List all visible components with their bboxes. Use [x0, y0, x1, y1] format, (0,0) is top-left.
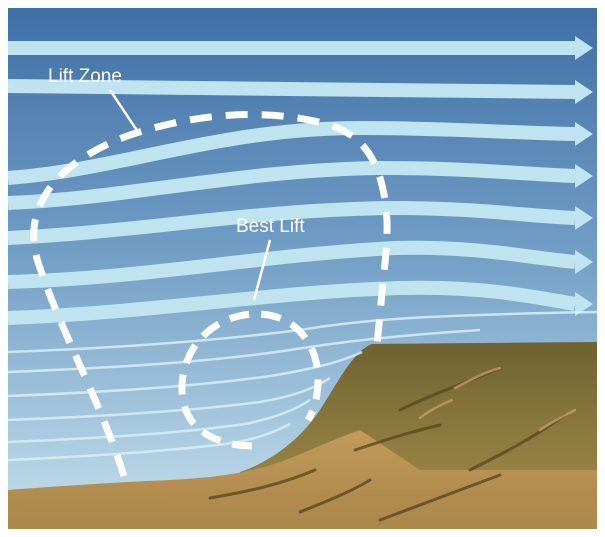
airflow-arrow — [8, 36, 593, 60]
best-lift-leader-line — [252, 239, 272, 301]
airflow-arrow — [7, 200, 593, 245]
rock-highlights — [418, 366, 577, 432]
airflow-arrow — [7, 240, 593, 289]
best-lift-outline — [178, 310, 322, 450]
airflow-arrow — [7, 280, 593, 325]
terrain — [8, 342, 597, 529]
best-lift-label: Best Lift — [236, 216, 305, 237]
valley-ground-shade — [8, 488, 597, 529]
airflow-arrow — [7, 79, 593, 104]
lift-zone-leader-line — [108, 89, 140, 133]
lift-zone-label: Lift Zone — [48, 66, 122, 87]
airflow-arrow — [7, 160, 593, 210]
rock-cracks — [208, 366, 567, 522]
lift-zone-outline — [30, 111, 391, 478]
